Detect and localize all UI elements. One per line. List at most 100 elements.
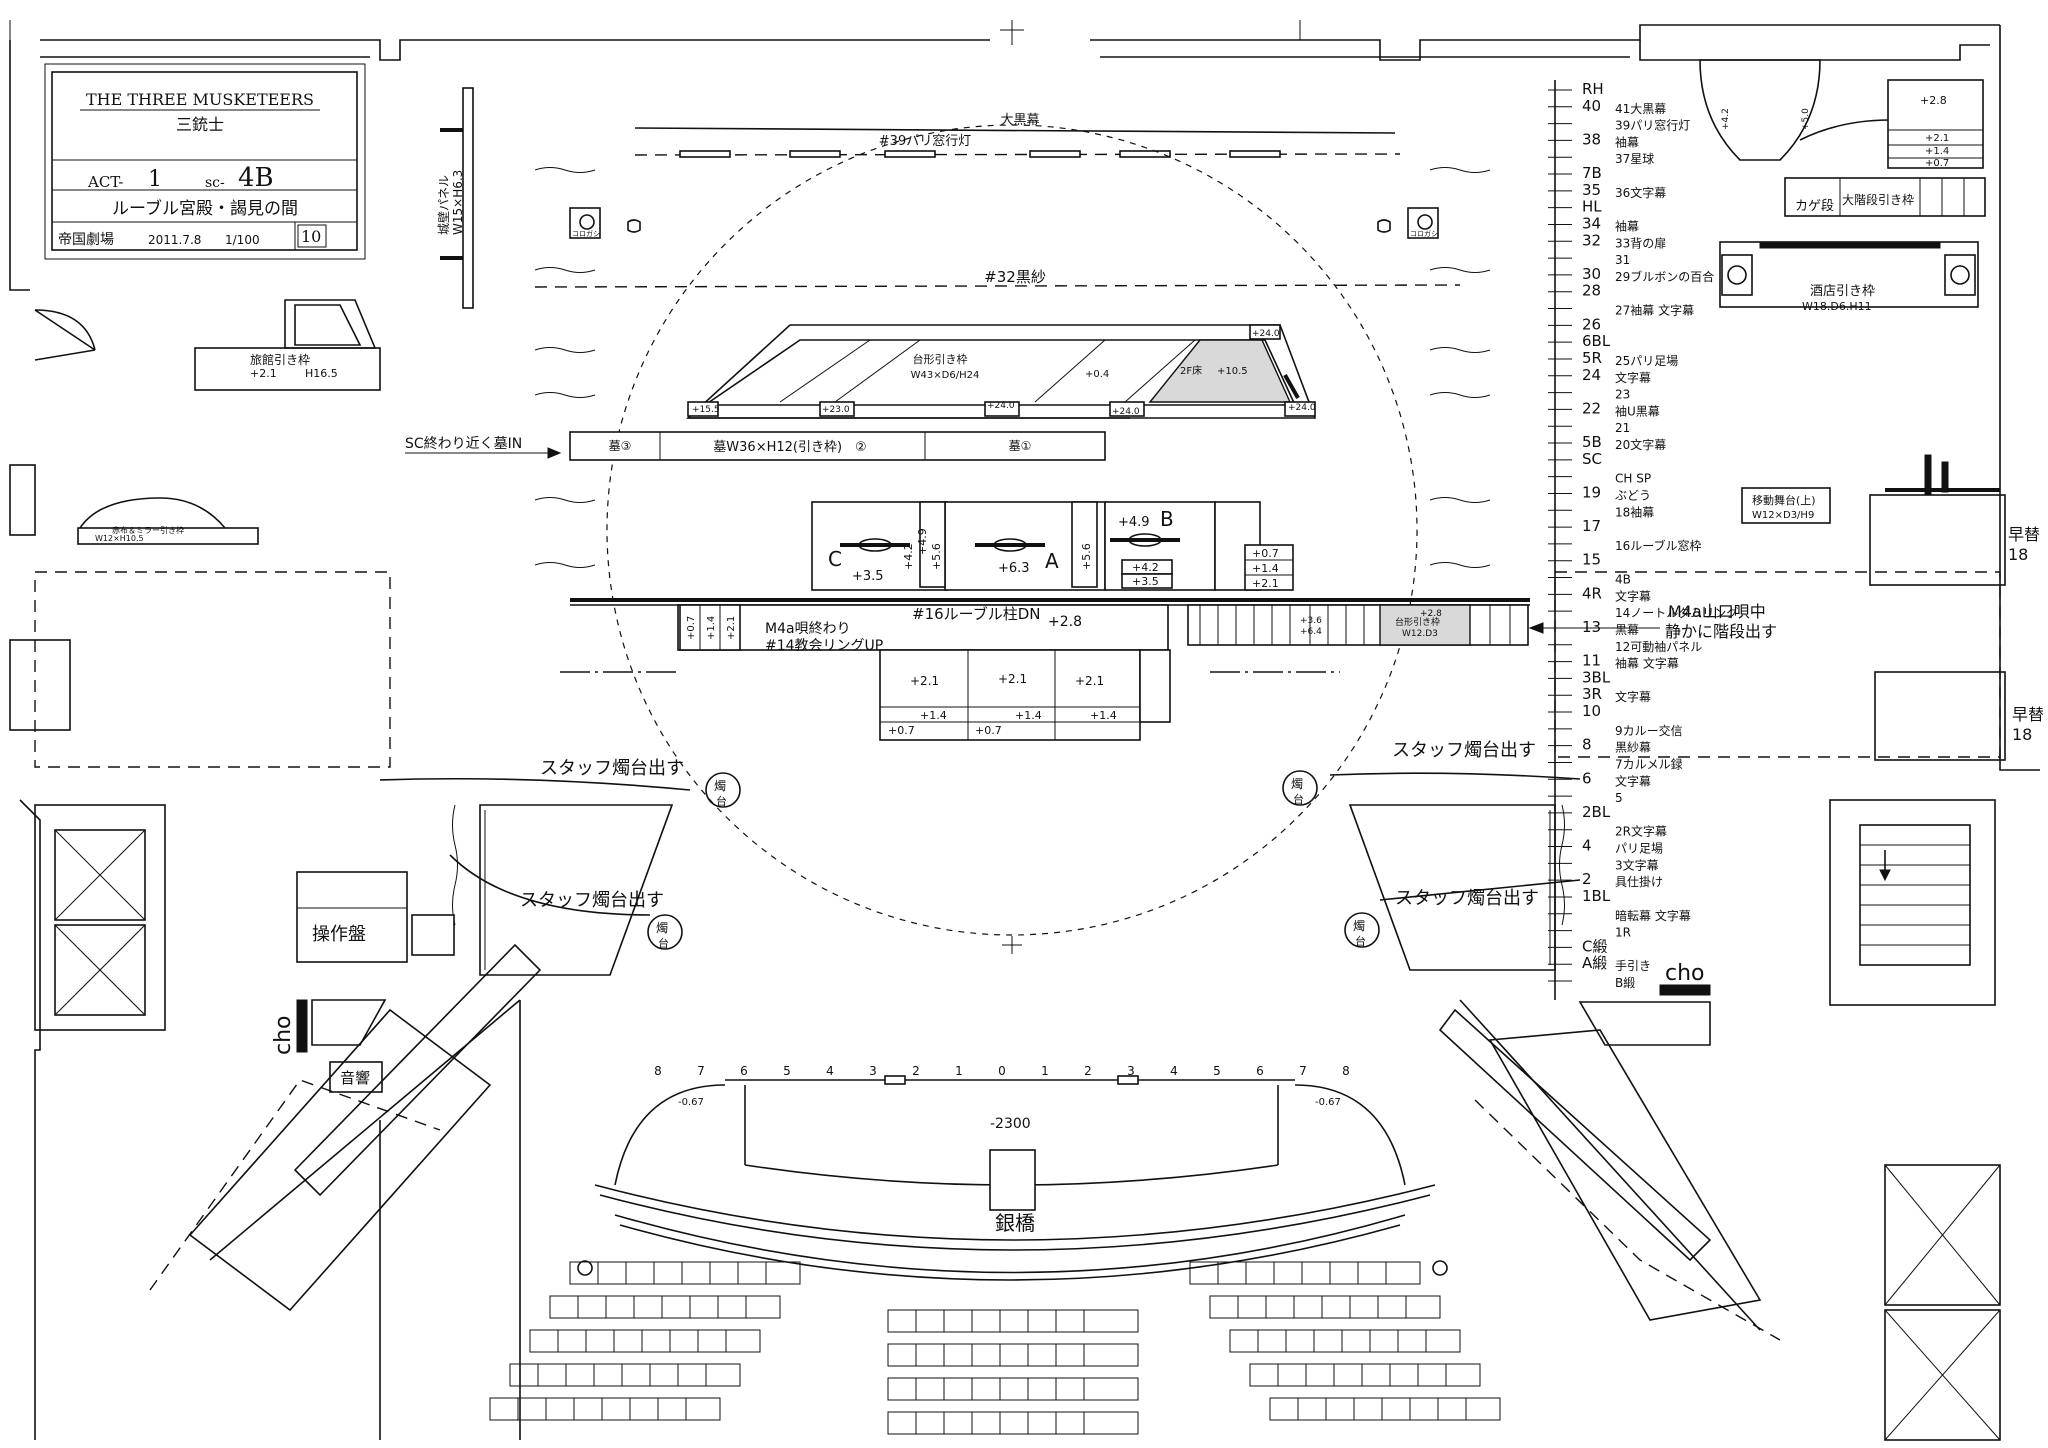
step-h14: +1.4 <box>1252 562 1279 575</box>
apron-level: -2300 <box>990 1116 1031 1132</box>
fly-line-number: 6BL <box>1582 332 1611 350</box>
platform-title: 台形引き枠 <box>913 352 968 366</box>
fly-line-number: 4R <box>1582 584 1602 602</box>
stairs-label: 大階段引き枠 <box>1842 192 1914 207</box>
fly-line-number: 17 <box>1582 517 1601 535</box>
seat-row <box>1209 1295 1441 1319</box>
apron-number: 8 <box>1342 1064 1350 1078</box>
apron-number: 4 <box>1170 1064 1178 1078</box>
rt-h21: +2.1 <box>1925 133 1949 144</box>
h-15-5: +15.5 <box>692 405 720 415</box>
platform-mid-height: +0.4 <box>1085 369 1109 380</box>
fly-line-number: 4 <box>1582 837 1592 855</box>
right-units: +2.8 +2.1 +1.4 +0.7 +4.2 +5.0 カゲ段 大階段引き枠… <box>1554 59 2044 1441</box>
candle-icon-2: 燭 台 <box>1282 770 1318 806</box>
h-24-0-d: +24.0 <box>1252 329 1280 339</box>
riser-h49: +4.9 <box>916 528 929 555</box>
second-floor-label: 2F床 <box>1180 364 1202 377</box>
front-step-21-b: +2.1 <box>998 672 1027 686</box>
cart-left-label: コロガシ <box>572 229 600 238</box>
fly-line-number: 28 <box>1582 282 1601 300</box>
seat-row <box>887 1377 1139 1401</box>
inn-h2: H16.5 <box>305 367 338 380</box>
apron-number: 7 <box>697 1064 705 1078</box>
inn-label: 旅館引き枠 <box>250 352 310 367</box>
bridge-label: 銀橋 <box>995 1211 1035 1235</box>
fly-line-item: 39パリ窓行灯 <box>1615 118 1690 133</box>
front-step-07-b: +0.7 <box>975 724 1002 737</box>
fly-line-number: A緞 <box>1582 954 1607 972</box>
front-step-14-a: +1.4 <box>920 709 947 722</box>
candle-icon-1: 燭 台 <box>705 772 741 808</box>
scene-name: ルーブル宮殿・謁見の間 <box>112 198 298 219</box>
riser-a-height: +6.3 <box>998 561 1030 576</box>
fly-line-item: 1R <box>1615 926 1631 940</box>
fly-line-item: 29ブルボンの百合 <box>1615 269 1714 284</box>
fly-line-number: 3R <box>1582 685 1602 703</box>
apron-number: 5 <box>1213 1064 1221 1078</box>
left-units: 旅館引き枠 +2.1 H16.5 赤布＆ミラー引き枠 W12×H10.5 操作盤… <box>9 299 455 1093</box>
rt-h14: +1.4 <box>1925 146 1949 157</box>
fly-line-number: 38 <box>1582 130 1601 148</box>
fly-line-number: SC <box>1582 450 1602 468</box>
apron-number: 3 <box>869 1064 877 1078</box>
fly-line-item: 文字幕 <box>1615 689 1651 704</box>
candle-cue-tl: スタッフ燭台出す <box>540 758 684 779</box>
riser-c-height: +3.5 <box>852 569 884 584</box>
fly-line-number: 34 <box>1582 214 1601 232</box>
fly-line-item: 33背の扉 <box>1615 236 1666 250</box>
black-gauze-label: #32黒紗 <box>984 268 1046 286</box>
candle-cue-tr: スタッフ燭台出す <box>1392 740 1536 761</box>
sr-cue-1: M4a山口唄中 <box>1668 602 1766 621</box>
fly-line-item: 23 <box>1615 388 1630 402</box>
fly-line-item: 36文字幕 <box>1615 185 1666 200</box>
fly-line-item: 25パリ足場 <box>1615 354 1678 368</box>
fly-line-item: 手引き <box>1615 959 1651 973</box>
h-23-0: +23.0 <box>822 405 850 415</box>
fly-line-item: 袖U黒幕 <box>1615 403 1660 418</box>
wagon-label: 移動舞台(上) <box>1752 493 1816 507</box>
apron-edge-left: -0.67 <box>678 1097 704 1108</box>
inn-h1: +2.1 <box>250 367 277 380</box>
fly-line-number: 24 <box>1582 366 1601 384</box>
upstage-soft-goods: 大黒幕 #39パリ窓行灯 #32黒紗 城壁パネルW15×H6.3 コロガシ コロ… <box>436 87 1491 568</box>
drawing-date: 2011.7.8 <box>148 233 201 247</box>
seat-row <box>1189 1261 1421 1285</box>
fly-line-item: 12可動袖パネル <box>1615 639 1702 654</box>
seat-row <box>887 1309 1139 1333</box>
apron-number: 5 <box>783 1064 791 1078</box>
fly-line-item: 暗転幕 文字幕 <box>1615 908 1691 923</box>
fly-line-item: 2R文字幕 <box>1615 824 1667 839</box>
wall-panel-label: 城壁パネルW15×H6.3 <box>436 170 465 235</box>
staff-candle-cues: スタッフ燭台出す スタッフ燭台出す スタッフ燭台出す スタッフ燭台出す 燭 台 … <box>379 740 1581 950</box>
step-h21: +2.1 <box>1252 577 1279 590</box>
act-label: ACT- <box>87 173 123 191</box>
h-24-0-c: +24.0 <box>1288 403 1316 413</box>
front-step-14-b: +1.4 <box>1015 709 1042 722</box>
cho-left: cho <box>271 1016 296 1056</box>
front-step-21-c: +2.1 <box>1075 674 1104 688</box>
svg-text:台: 台 <box>1355 934 1366 948</box>
apron-number: 1 <box>1041 1064 1049 1078</box>
fly-line-item: 5 <box>1615 791 1623 805</box>
candle-icon-4: 燭 台 <box>1344 912 1380 948</box>
fly-line-item: 41大黒幕 <box>1615 102 1666 116</box>
fly-line-number: 5R <box>1582 349 1602 367</box>
fly-line-item: 黒紗幕 <box>1615 741 1651 755</box>
fly-line-item: B緞 <box>1615 975 1635 990</box>
apron-number: 4 <box>826 1064 834 1078</box>
fly-line-number: 32 <box>1582 231 1601 249</box>
fly-line-number: 5B <box>1582 433 1602 451</box>
seat-row <box>1229 1329 1461 1353</box>
apron-number: 8 <box>654 1064 662 1078</box>
sc-number: 4B <box>238 163 274 193</box>
fly-line-number: 7B <box>1582 164 1602 182</box>
grave-3: 墓③ <box>609 439 632 453</box>
candle-icon-3: 燭 台 <box>647 914 683 950</box>
fly-line-number: 15 <box>1582 551 1601 569</box>
fly-line-number: 19 <box>1582 483 1601 501</box>
fast-change-2: 早替 <box>2012 705 2044 724</box>
apron-number: 7 <box>1299 1064 1307 1078</box>
